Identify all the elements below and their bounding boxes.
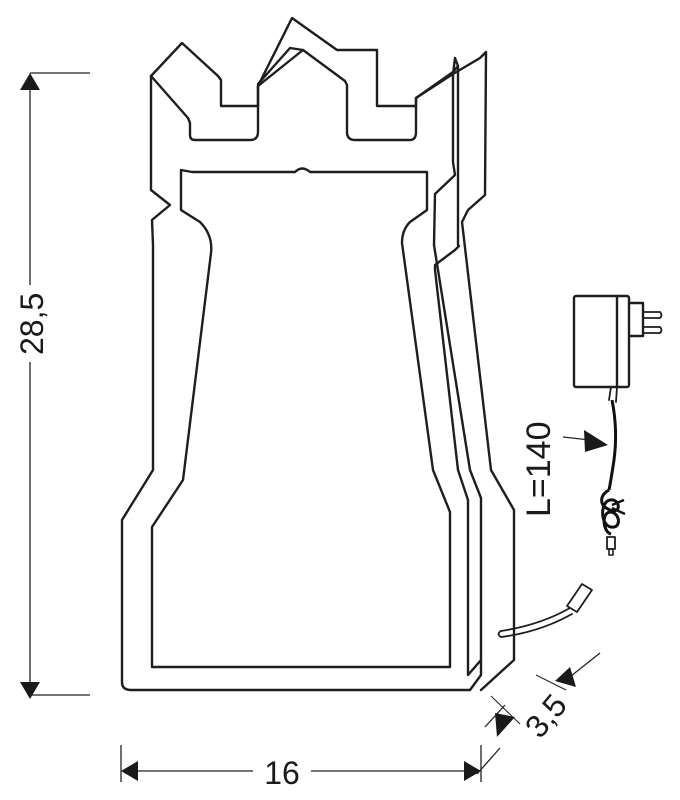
height-label: 28,5: [14, 293, 50, 355]
lamp-body: [120, 16, 516, 692]
depth-label: 3,5: [518, 687, 574, 744]
crenel-right-depth: [414, 56, 460, 100]
depth-tick-lower: [490, 695, 521, 725]
height-arrow-top: [20, 73, 40, 90]
depth-line-lower: [484, 704, 506, 728]
adapter-pin-bottom: [642, 326, 663, 334]
side-connector: [497, 583, 593, 638]
cable-length-arrowhead: [584, 430, 608, 452]
side-cable-end: [497, 630, 502, 638]
width-arrow-right: [464, 761, 481, 781]
cable-length-label: L=140: [520, 422, 558, 518]
lamp-outer-outline: [120, 16, 483, 692]
dc-jack-tip: [608, 548, 614, 556]
crenel-middle-depth: [256, 46, 305, 86]
lamp-inner-panel: [150, 167, 452, 669]
width-arrow-left: [121, 761, 138, 781]
adapter-body: [572, 294, 631, 389]
crenel-middle-front: [256, 48, 418, 142]
adapter-cable: [607, 399, 618, 491]
lamp-side-back: [451, 50, 516, 692]
depth-arrow-upper: [555, 667, 576, 687]
height-arrow-bottom: [20, 682, 40, 699]
depth-leader-lower: [476, 747, 501, 775]
height-dimension: 28,5: [14, 72, 90, 699]
depth-arrow-lower: [495, 713, 515, 737]
adapter-pin-top: [642, 311, 663, 319]
cable-coil-loop: [611, 498, 626, 516]
power-adapter: [572, 294, 663, 556]
lamp-side-edge: [433, 64, 483, 677]
side-cable: [500, 607, 573, 638]
width-label: 16: [264, 755, 300, 791]
dc-jack: [606, 536, 616, 550]
adapter-plug-base: [627, 301, 645, 338]
depth-dimension: 3,5: [476, 652, 601, 775]
cable-coil: [600, 488, 620, 536]
adapter-strain-relief: [608, 386, 618, 403]
crenel-left-front: [149, 74, 260, 142]
cable-length-callout: L=140: [520, 422, 608, 518]
side-connector-plug: [566, 583, 593, 613]
depth-tick-upper: [535, 674, 567, 691]
width-dimension: 16: [120, 745, 482, 791]
